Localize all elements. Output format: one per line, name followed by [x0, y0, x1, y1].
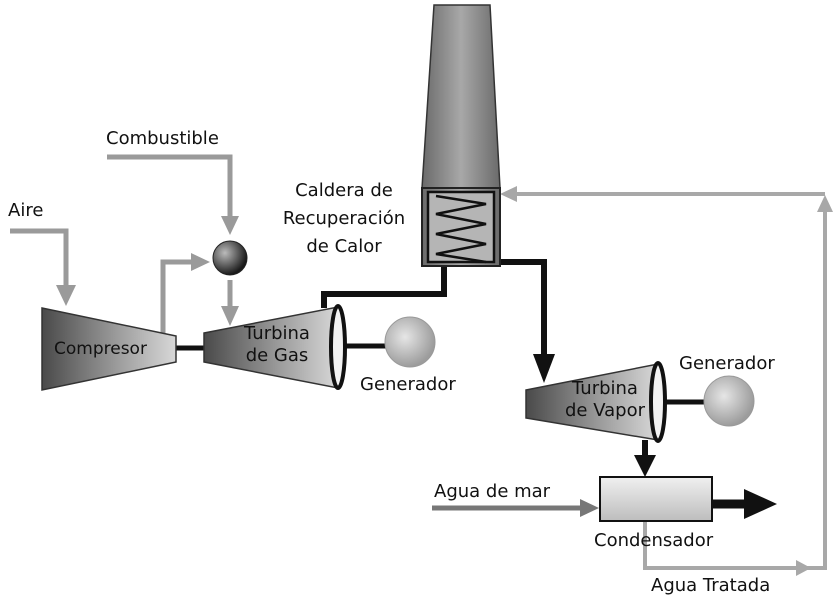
- turbina-vapor-label-line2: de Vapor: [564, 400, 645, 421]
- turbina-vapor-rim: [649, 361, 667, 443]
- agua-tratada-right-arrow-icon: [796, 560, 811, 576]
- condensador-label: Condensador: [594, 530, 714, 551]
- aire-arrow-icon: [56, 285, 76, 306]
- generador-1-icon: [384, 316, 436, 368]
- steam-line: [496, 259, 547, 358]
- agua-de-mar-label: Agua de mar: [434, 481, 551, 502]
- combustible-flow-line: [107, 154, 233, 222]
- turbina-gas-label-line2: de Gas: [245, 345, 309, 366]
- compressed-air-line: [160, 259, 195, 342]
- agua-tratada-line: [643, 200, 827, 570]
- compresor-label: Compresor: [54, 339, 147, 359]
- turbina-vapor-label-line1: Turbina: [572, 378, 638, 399]
- agua-tratada-label: Agua Tratada: [651, 575, 771, 596]
- caldera-label-line1: Caldera de: [295, 180, 393, 201]
- vapor-to-condenser-arrow-icon: [634, 455, 656, 477]
- agua-tratada-up-arrow-icon: [817, 195, 833, 212]
- caldera-stack-shape: [421, 4, 501, 189]
- return-to-caldera-arrow-icon: [500, 186, 517, 202]
- combustible-label: Combustible: [106, 128, 219, 149]
- generador-2-icon: [703, 375, 755, 427]
- turbina-gas-label-line1: Turbina: [244, 323, 310, 344]
- caldera-label-line3: de Calor: [306, 236, 382, 257]
- steam-arrow-icon: [533, 354, 555, 383]
- condensador-shape: [599, 476, 713, 522]
- aire-label: Aire: [8, 200, 44, 221]
- compresor-shape: [41, 307, 177, 391]
- combustible-arrow-icon: [221, 216, 239, 235]
- generador-2-label: Generador: [679, 353, 775, 374]
- caldera-coil-icon: [435, 194, 487, 264]
- exhaust-gas-line: [321, 264, 447, 308]
- combustion-to-turbine-arrow-icon: [221, 306, 239, 326]
- caldera-label-line2: Recuperación: [282, 208, 406, 229]
- agua-de-mar-arrow-icon: [580, 499, 599, 517]
- combustion-chamber-icon: [212, 240, 248, 276]
- compressed-air-arrow-icon: [191, 253, 210, 271]
- aire-flow-line: [10, 228, 69, 292]
- condensador-outlet-arrow-icon: [744, 489, 777, 519]
- turbina-gas-rim: [329, 304, 347, 390]
- generador-1-label: Generador: [360, 374, 456, 395]
